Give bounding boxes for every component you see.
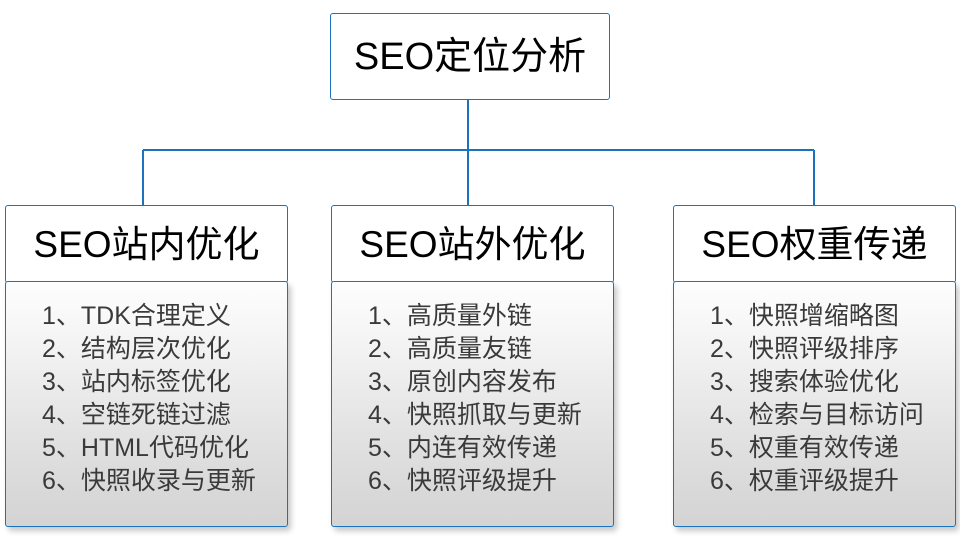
list-item-index: 1、	[42, 302, 81, 331]
branch-body-3: 1、 快照增缩略图 2、 快照评级排序 3、 搜索体验优化 4、 检索与目标访问…	[673, 281, 956, 528]
list-item-index: 6、	[368, 467, 407, 496]
list-item-index: 4、	[710, 401, 749, 430]
branch-column-1: SEO站内优化 1、 TDK合理定义 2、 结构层次优化 3、 站内标签优化 4…	[5, 205, 288, 528]
list-item-text: 原创内容发布	[406, 368, 557, 397]
list-item[interactable]: 1、 TDK合理定义	[42, 300, 287, 333]
list-item-text: 内连有效传递	[406, 434, 557, 463]
root-node-label: SEO定位分析	[353, 35, 587, 78]
branch-header-3[interactable]: SEO权重传递	[673, 205, 956, 283]
list-item-text: 高质量友链	[406, 335, 532, 364]
list-item[interactable]: 2、 快照评级排序	[710, 333, 955, 366]
list-item-text: 权重评级提升	[748, 467, 899, 496]
branch-body-1: 1、 TDK合理定义 2、 结构层次优化 3、 站内标签优化 4、 空链死链过滤…	[5, 281, 288, 528]
list-item-text: 权重有效传递	[748, 434, 899, 463]
list-item-index: 2、	[42, 335, 81, 364]
list-item[interactable]: 6、 快照收录与更新	[42, 465, 287, 498]
list-item-text: 结构层次优化	[80, 335, 231, 364]
list-item-text: 快照增缩略图	[748, 302, 899, 331]
list-item[interactable]: 2、 结构层次优化	[42, 333, 287, 366]
list-item-index: 1、	[710, 302, 749, 331]
list-item[interactable]: 3、 原创内容发布	[368, 366, 613, 399]
list-item[interactable]: 4、 快照抓取与更新	[368, 399, 613, 432]
list-item[interactable]: 5、 HTML代码优化	[42, 432, 287, 465]
list-item-index: 6、	[42, 467, 81, 496]
list-item-index: 5、	[368, 434, 407, 463]
branch-header-label-2: SEO站外优化	[359, 223, 586, 265]
list-item[interactable]: 1、 快照增缩略图	[710, 300, 955, 333]
list-item-text: 快照评级提升	[406, 467, 557, 496]
item-list-3: 1、 快照增缩略图 2、 快照评级排序 3、 搜索体验优化 4、 检索与目标访问…	[674, 300, 955, 498]
list-item-text: 快照收录与更新	[80, 467, 256, 496]
root-node[interactable]: SEO定位分析	[330, 13, 610, 100]
list-item-text: 高质量外链	[406, 302, 532, 331]
list-item-index: 4、	[42, 401, 81, 430]
list-item-index: 3、	[368, 368, 407, 397]
list-item[interactable]: 1、 高质量外链	[368, 300, 613, 333]
list-item-index: 3、	[710, 368, 749, 397]
list-item-text: 搜索体验优化	[748, 368, 899, 397]
list-item-text: TDK合理定义	[80, 302, 231, 331]
list-item-index: 4、	[368, 401, 407, 430]
list-item[interactable]: 5、 内连有效传递	[368, 432, 613, 465]
list-item-index: 6、	[710, 467, 749, 496]
branch-header-2[interactable]: SEO站外优化	[331, 205, 614, 283]
list-item-index: 5、	[42, 434, 81, 463]
list-item[interactable]: 5、 权重有效传递	[710, 432, 955, 465]
list-item-text: 空链死链过滤	[80, 401, 231, 430]
item-list-2: 1、 高质量外链 2、 高质量友链 3、 原创内容发布 4、 快照抓取与更新 5…	[332, 300, 613, 498]
list-item-index: 5、	[710, 434, 749, 463]
list-item-text: 快照评级排序	[748, 335, 899, 364]
list-item-index: 2、	[368, 335, 407, 364]
branch-header-label-1: SEO站内优化	[33, 223, 260, 265]
list-item-index: 2、	[710, 335, 749, 364]
list-item[interactable]: 4、 检索与目标访问	[710, 399, 955, 432]
branch-column-3: SEO权重传递 1、 快照增缩略图 2、 快照评级排序 3、 搜索体验优化 4、	[673, 205, 956, 528]
list-item[interactable]: 6、 快照评级提升	[368, 465, 613, 498]
list-item-text: 检索与目标访问	[748, 401, 924, 430]
list-item-index: 1、	[368, 302, 407, 331]
branch-header-label-3: SEO权重传递	[701, 223, 928, 265]
list-item[interactable]: 3、 站内标签优化	[42, 366, 287, 399]
branch-column-2: SEO站外优化 1、 高质量外链 2、 高质量友链 3、 原创内容发布 4、 快	[331, 205, 614, 528]
list-item-text: HTML代码优化	[80, 434, 249, 463]
item-list-1: 1、 TDK合理定义 2、 结构层次优化 3、 站内标签优化 4、 空链死链过滤…	[6, 300, 287, 498]
branch-body-2: 1、 高质量外链 2、 高质量友链 3、 原创内容发布 4、 快照抓取与更新 5…	[331, 281, 614, 528]
list-item-index: 3、	[42, 368, 81, 397]
list-item[interactable]: 6、 权重评级提升	[710, 465, 955, 498]
list-item-text: 站内标签优化	[80, 368, 231, 397]
list-item[interactable]: 4、 空链死链过滤	[42, 399, 287, 432]
branch-header-1[interactable]: SEO站内优化	[5, 205, 288, 283]
list-item-text: 快照抓取与更新	[406, 401, 582, 430]
list-item[interactable]: 2、 高质量友链	[368, 333, 613, 366]
list-item[interactable]: 3、 搜索体验优化	[710, 366, 955, 399]
